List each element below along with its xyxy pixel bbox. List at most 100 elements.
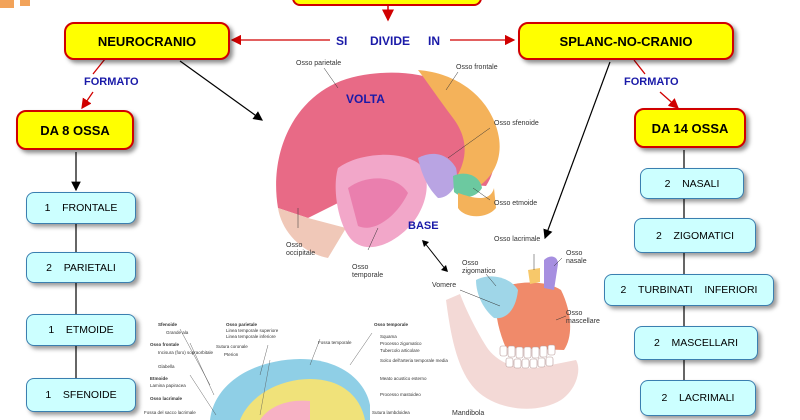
formato-arrow-left-bottom [81,91,94,110]
label-mandibola: Mandibola [452,410,485,417]
lower-label: Etmoide [150,376,168,381]
label-vomere: Vomere [432,282,457,289]
lower-label: Lamina papiracea [150,383,186,388]
lower-label: Pterion [224,352,239,357]
item-name: FRONTALE [62,202,118,214]
item-name: MASCELLARI [671,337,739,349]
formato-label-left: FORMATO [84,76,139,88]
occipital-bone [278,208,346,258]
label-base: BASE [408,220,439,232]
connector-word-in: IN [428,34,440,48]
left-item: 1 FRONTALE [26,192,136,224]
lower-label: Processo mastoideo [380,392,421,397]
lower-label: Osso lacrimale [150,396,183,401]
item-num: 1 [48,324,55,336]
item-num: 1 [44,202,51,214]
lower-label: Glabella [158,364,175,369]
item-num: 2 [620,284,627,296]
item-name: NASALI [682,177,720,190]
top-left-fragment [0,0,14,8]
right-count-box: DA 14 OSSA [634,108,746,148]
right-item: 2 MASCELLARI [634,326,758,360]
item-name: ZIGOMATICI [673,229,734,242]
lower-label: Squama [380,334,397,339]
lacrimal-bone [528,268,540,284]
item-name: ETMOIDE [65,324,114,336]
splancnocranio-box: SPLANC-NO-CRANIO [518,22,734,60]
item-num: 2 [661,392,668,404]
label-osso-zigomatico: Osso zigomatico [462,260,496,275]
item-num: 1 [45,389,52,401]
item-num: 2 [656,229,662,242]
label-osso-lacrimale: Osso lacrimale [494,236,541,243]
lower-label: Linea temporale superiore [226,328,279,333]
right-item: 2 LACRIMALI [640,380,756,416]
item-name: PARIETALI [63,261,116,274]
lower-label: Solco dell'arteria temporale media [380,358,448,363]
lower-label: Osso frontale [150,342,180,347]
item-name: LACRIMALI [679,392,735,404]
lower-label: Osso parietale [226,322,258,327]
face-illustration [446,254,579,409]
connector-word-divide: DIVIDE [370,34,411,48]
teeth [499,344,556,369]
skull-illustration [276,67,500,258]
splancnocranio-label: SPLANC-NO-CRANIO [559,33,693,49]
lower-label: Linea temporale inferiore [226,334,276,339]
lower-label: Osso temporale [374,322,409,327]
label-volta: VOLTA [346,92,385,106]
label-osso-parietale: Osso parietale [296,60,342,67]
ethmoid-bone [453,173,482,197]
right-count-label: DA 14 OSSA [651,120,729,136]
item-num: 2 [653,337,660,349]
label-osso-temporale: Osso temporale [352,264,384,279]
right-item: 2 ZIGOMATICI [634,218,756,253]
lower-leader-lines [179,328,373,416]
mandible-bone [446,294,579,409]
right-item: 2 TURBINATI INFERIORI [604,274,774,306]
label-osso-frontale: Osso frontale [456,64,498,71]
lower-label: Sfenoide [158,322,178,327]
item-num: 2 [46,261,53,274]
lower-label: Fossa temporale [318,340,352,345]
neuro-pointer [179,60,263,121]
neurocranio-box: NEUROCRANIO [64,22,230,60]
label-osso-occipitale: Osso occipitale [286,242,316,257]
right-item: 2 NASALI [640,168,744,199]
zygomatic-bone [476,276,518,319]
item-name: SFENOIDE [62,389,117,401]
left-item: 2 PARIETALI [26,252,136,283]
connector-word-si: SI [336,34,348,48]
left-item: 1 SFENOIDE [26,378,136,412]
formato-arrow-left-top [92,58,106,75]
label-osso-nasale: Osso nasale [566,250,587,265]
title-box [292,0,482,6]
label-osso-etmoide: Osso etmoide [494,200,538,207]
item-name: TURBINATI INFERIORI [638,284,758,296]
top-left-fragment-2 [20,0,30,6]
nasal-bone [544,256,558,290]
neurocranio-label: NEUROCRANIO [97,33,197,49]
lower-label: Tubercolo articolare [380,348,420,353]
lower-label: Sutura coronale [216,344,248,349]
lower-label: Meato acustico esterno [380,376,427,381]
left-count-label: DA 8 OSSA [40,122,110,138]
left-count-box: DA 8 OSSA [16,110,134,150]
label-osso-sfenoide: Osso sfenoide [494,120,539,127]
formato-label-right: FORMATO [624,76,679,88]
lower-label: Grande ala [166,330,189,335]
label-osso-mascellare: Osso mascellare [566,310,600,325]
formato-arrow-right-top [633,59,646,75]
formato-arrow-right-bottom [659,91,679,109]
item-num: 2 [664,177,671,190]
splanc-pointer [543,61,611,240]
left-item: 1 ETMOIDE [26,314,136,346]
lower-label: Processo zigomatico [380,341,422,346]
frontal-bone [418,70,500,188]
lower-label: Incisura (foro) sopraorbitale [158,350,214,355]
lower-label: Fossa del sacco lacrimale [144,410,196,415]
lower-skull-illustration [210,359,370,420]
sphenoid-bone [418,153,457,198]
double-arrow [422,240,448,272]
